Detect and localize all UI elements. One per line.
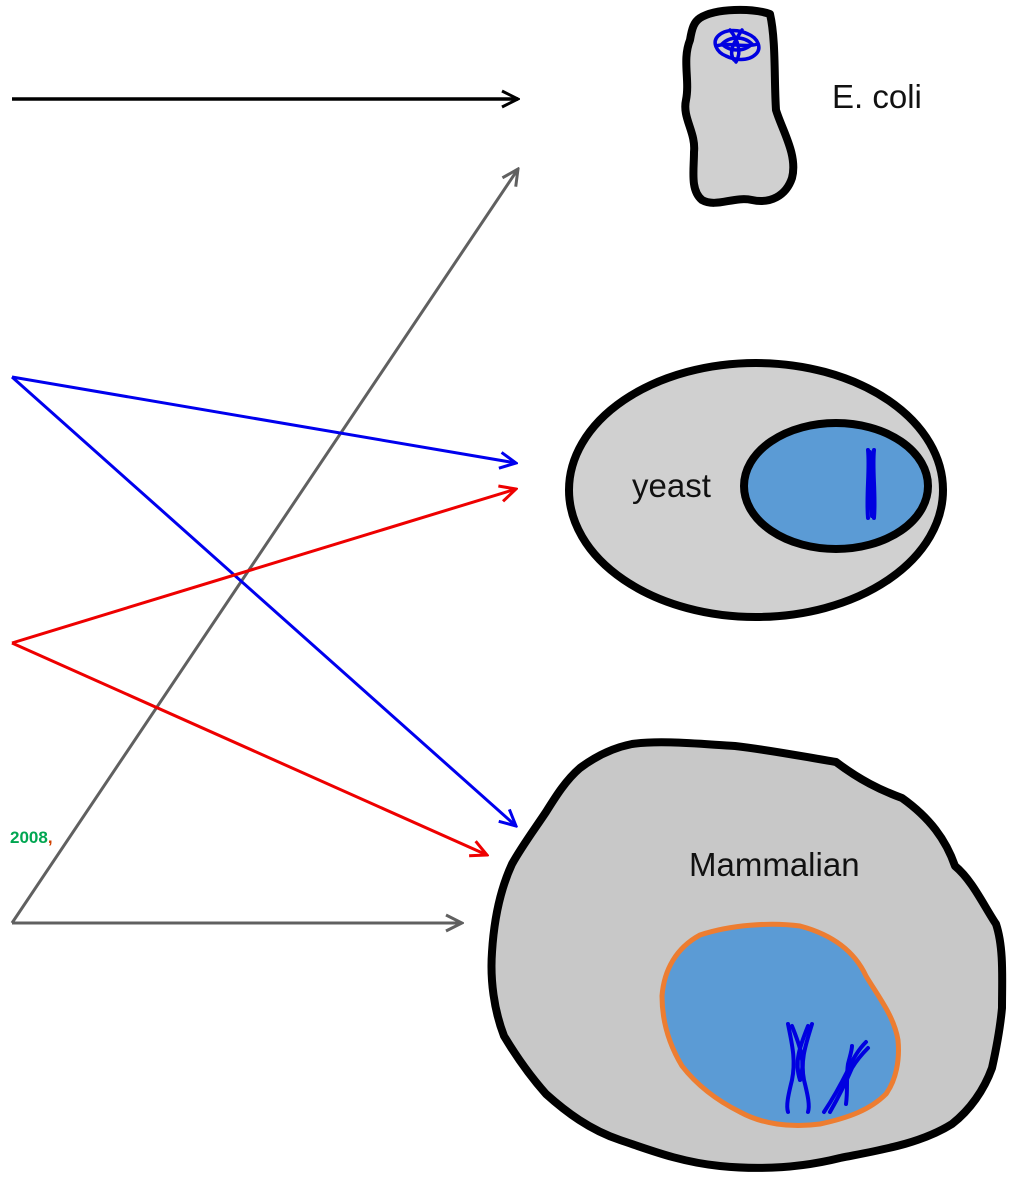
yeast-label: yeast [632, 467, 711, 504]
yeast-cell [569, 363, 943, 617]
mammalian-cell [492, 742, 1003, 1168]
arrow-blue-to-yeast [12, 377, 516, 463]
yeast-nucleus [744, 423, 928, 549]
mammalian-label: Mammalian [689, 846, 860, 883]
footnote-separator: , [48, 828, 53, 847]
ecoli-label: E. coli [832, 78, 922, 115]
arrows-group [12, 99, 518, 923]
yeast-chromosome-icon [867, 450, 874, 518]
arrow-red-to-yeast [12, 489, 516, 643]
arrow-gray-to-ecoli [12, 169, 518, 923]
footnote-year-text: 2008 [10, 828, 48, 847]
arrow-red-to-mammalian [12, 643, 487, 855]
arrow-blue-to-mammalian [12, 377, 516, 826]
ecoli-cell [685, 10, 793, 203]
footnote-year: 2008, [10, 828, 53, 848]
